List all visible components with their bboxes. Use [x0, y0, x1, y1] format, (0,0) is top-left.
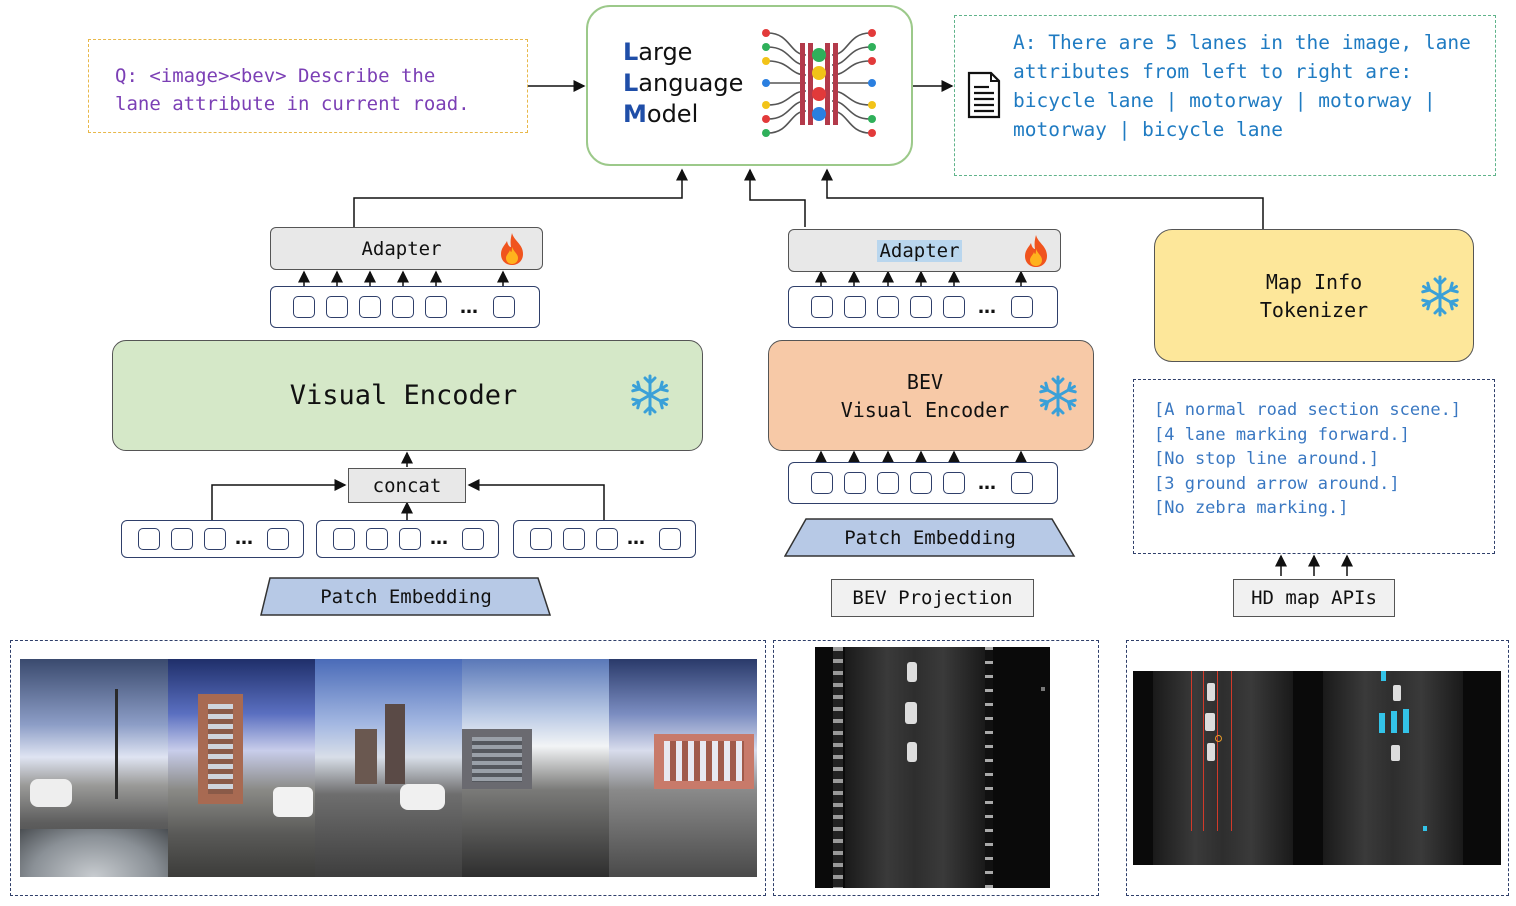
- camera-image-5: [609, 659, 757, 877]
- camera-image-4: [462, 659, 609, 877]
- token: [910, 296, 932, 318]
- bev-visual-encoder: BEV Visual Encoder: [768, 340, 1094, 451]
- question-box: Q: <image><bev> Describe the lane attrib…: [88, 39, 528, 133]
- token: [171, 528, 193, 550]
- token: [877, 296, 899, 318]
- token-row-image-2: …: [316, 520, 499, 558]
- token-row-bev: …: [788, 462, 1058, 504]
- bev-projection-box: BEV Projection: [831, 579, 1034, 617]
- adapter-mid-label: Adapter: [877, 239, 962, 262]
- token: [563, 528, 585, 550]
- question-text: Q: <image><bev> Describe the lane attrib…: [115, 65, 470, 115]
- token: [425, 296, 447, 318]
- token: [366, 528, 388, 550]
- patch-embedding-left-shape: [260, 577, 552, 616]
- adapter-left-label: Adapter: [361, 237, 442, 260]
- token: [811, 472, 833, 494]
- token: [392, 296, 414, 318]
- hd-map-image-panel: [1126, 640, 1509, 896]
- token: [811, 296, 833, 318]
- token: [943, 296, 965, 318]
- token: [493, 296, 515, 318]
- fire-icon: [1025, 235, 1047, 267]
- patch-embedding-mid-shape: [784, 518, 1076, 557]
- patch-embedding-left-label: Patch Embedding: [320, 586, 492, 608]
- camera-images-panel: [10, 640, 766, 896]
- map-tokenizer-label: Map Info Tokenizer: [1259, 269, 1369, 322]
- token: [877, 472, 899, 494]
- visual-encoder-label: Visual Encoder: [289, 380, 518, 411]
- ellipsis: …: [235, 528, 253, 549]
- token-row-image-3: …: [513, 520, 696, 558]
- patch-embedding-mid: Patch Embedding: [784, 518, 1076, 558]
- adapter-left: Adapter: [270, 227, 543, 270]
- token: [596, 528, 618, 550]
- document-icon: [967, 71, 1001, 119]
- token: [359, 296, 381, 318]
- llm-title: Large Language Model: [623, 38, 744, 128]
- adapter-mid: Adapter: [788, 229, 1061, 272]
- concat-box: concat: [348, 468, 466, 503]
- map-info-tokenizer: Map Info Tokenizer: [1154, 229, 1474, 362]
- ellipsis: …: [430, 528, 448, 549]
- fire-icon: [501, 233, 523, 265]
- bev-projection-label: BEV Projection: [852, 587, 1013, 609]
- token: [326, 296, 348, 318]
- ellipsis: …: [460, 297, 478, 318]
- llm-box: Large Language Model: [586, 5, 913, 166]
- patch-embedding-mid-label: Patch Embedding: [844, 527, 1016, 549]
- snowflake-icon: [1039, 375, 1077, 417]
- token: [844, 472, 866, 494]
- snowflake-icon: [1421, 275, 1459, 317]
- token: [293, 296, 315, 318]
- bev-encoder-label: BEV Visual Encoder: [840, 369, 1010, 422]
- token-row-adapter-left: …: [270, 286, 540, 328]
- camera-image-1: [20, 659, 168, 877]
- token: [138, 528, 160, 550]
- concat-label: concat: [372, 474, 442, 497]
- token: [943, 472, 965, 494]
- token: [659, 528, 681, 550]
- hd-map-image: [1133, 671, 1501, 865]
- token: [844, 296, 866, 318]
- neural-network-icon: [762, 29, 876, 137]
- map-info-line: [No zebra marking.]: [1154, 498, 1349, 518]
- token: [1011, 296, 1033, 318]
- map-info-line: [No stop line around.]: [1154, 449, 1380, 469]
- token-row-adapter-mid: …: [788, 286, 1058, 328]
- token: [530, 528, 552, 550]
- token: [399, 528, 421, 550]
- hd-map-apis-box: HD map APIs: [1233, 579, 1395, 617]
- token: [1011, 472, 1033, 494]
- patch-embedding-left: Patch Embedding: [260, 577, 552, 617]
- ellipsis: …: [978, 297, 996, 318]
- visual-encoder: Visual Encoder: [112, 340, 703, 451]
- bev-image-panel: [773, 640, 1099, 896]
- answer-box: A: There are 5 lanes in the image, lane …: [954, 15, 1496, 176]
- token: [910, 472, 932, 494]
- token-row-image-1: …: [121, 520, 304, 558]
- token: [333, 528, 355, 550]
- token: [462, 528, 484, 550]
- map-info-line: [A normal road section scene.]: [1154, 400, 1462, 420]
- ellipsis: …: [627, 528, 645, 549]
- map-info-line: [4 lane marking forward.]: [1154, 424, 1410, 445]
- camera-image-3: [315, 659, 462, 877]
- answer-text: A: There are 5 lanes in the image, lane …: [1013, 31, 1471, 141]
- camera-image-2: [168, 659, 315, 877]
- token: [204, 528, 226, 550]
- snowflake-icon: [631, 374, 669, 416]
- bev-image: [815, 647, 1050, 888]
- ellipsis: …: [978, 473, 996, 494]
- map-info-line: [3 ground arrow around.]: [1154, 473, 1400, 494]
- map-info-box: [A normal road section scene.] [4 lane m…: [1133, 379, 1495, 554]
- token: [267, 528, 289, 550]
- hd-map-apis-label: HD map APIs: [1251, 587, 1377, 609]
